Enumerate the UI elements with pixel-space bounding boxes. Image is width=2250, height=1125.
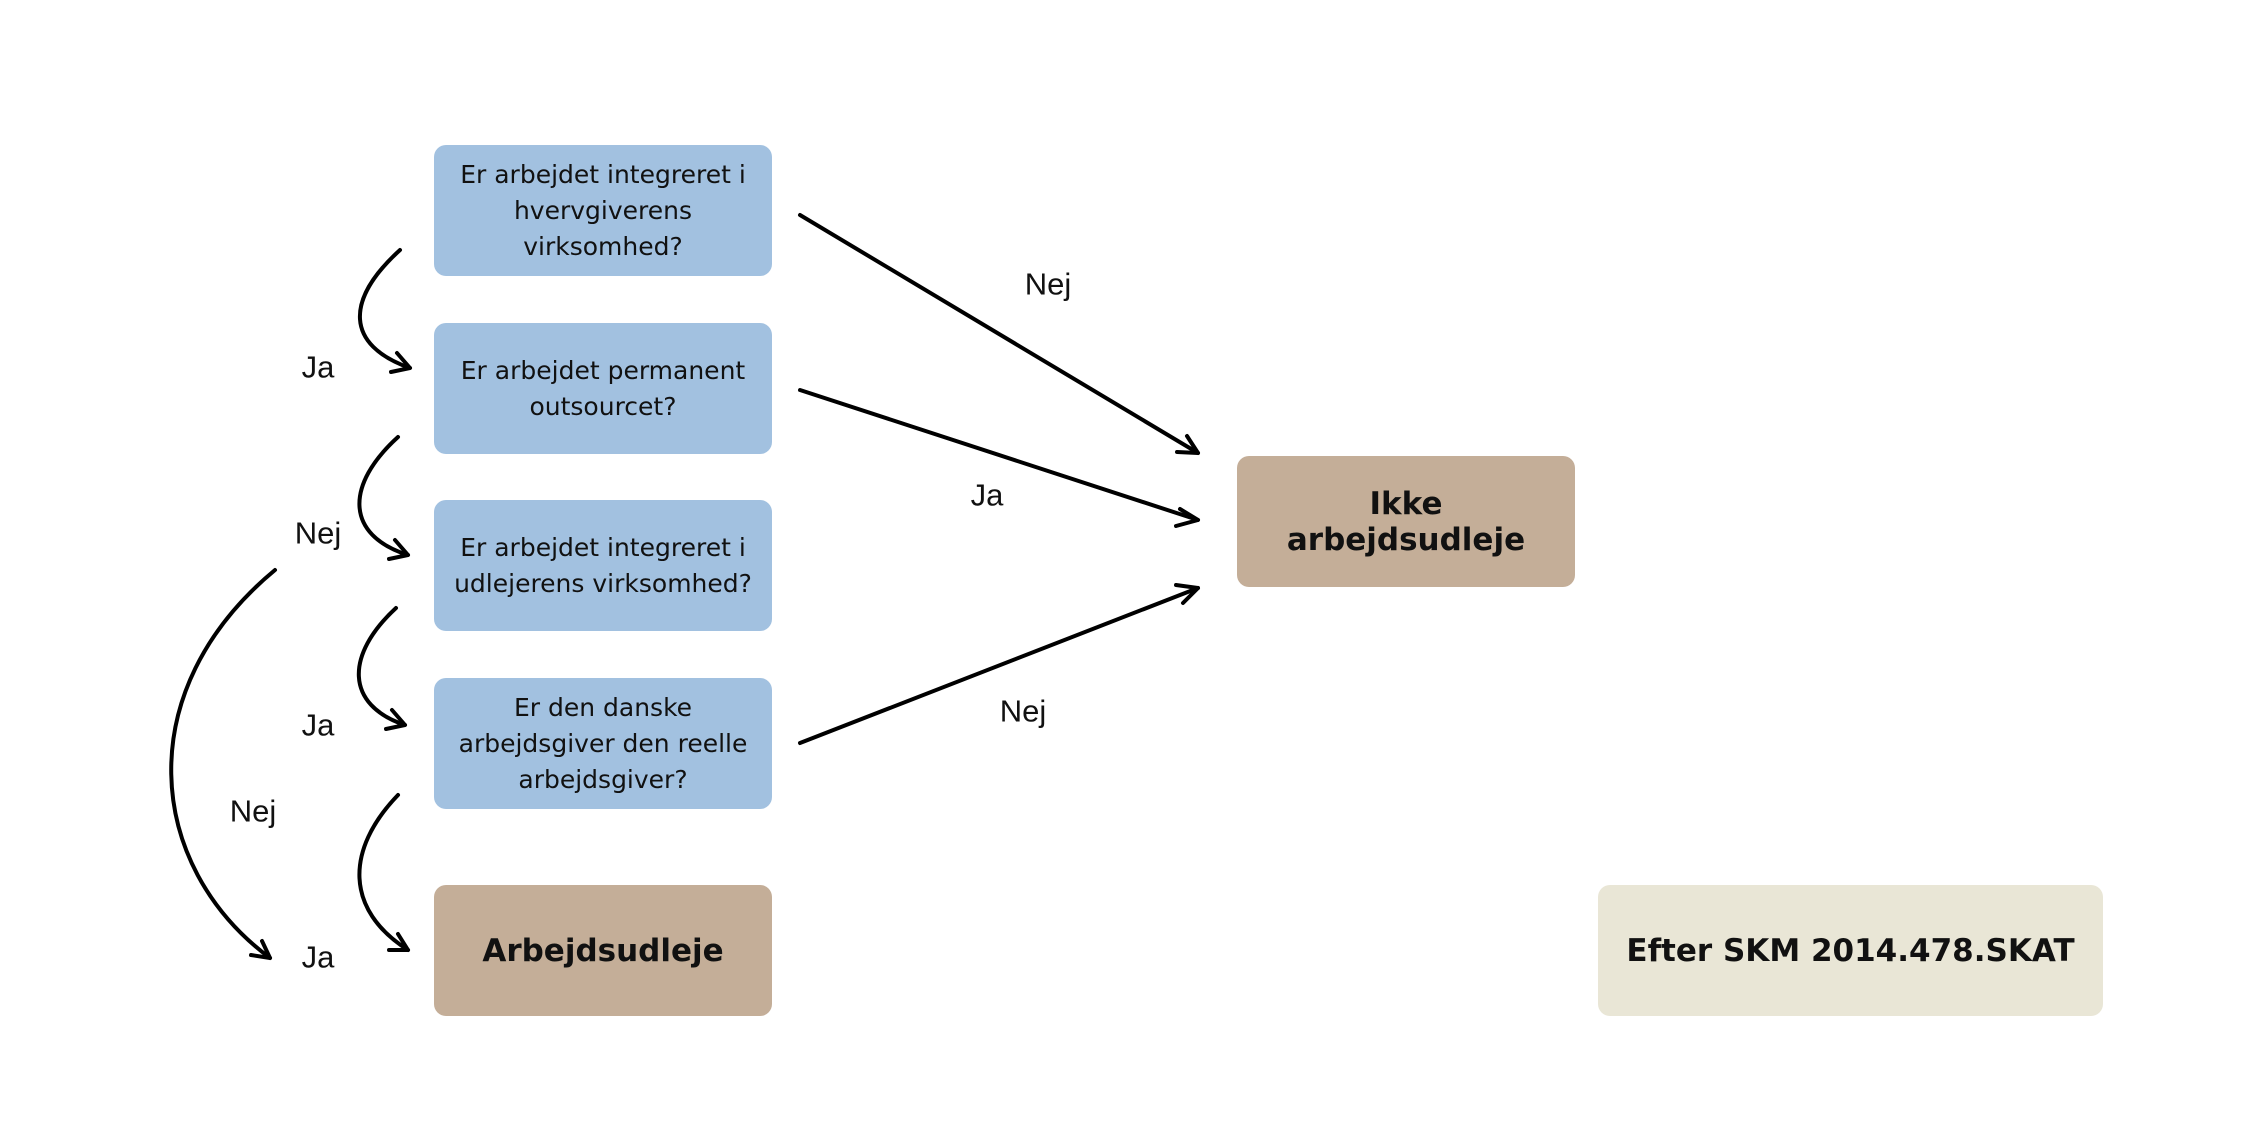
edge-label-q3-to-q4: Ja — [301, 707, 335, 743]
edge-label-q2-to-ikke: Ja — [970, 477, 1004, 513]
arrow-q2-to-ikke — [798, 388, 1200, 522]
arrow-q1-to-q2 — [358, 248, 412, 370]
question-box-reelle-arbejdsgiver: Er den danske arbejdsgiver den reelle ar… — [434, 678, 772, 809]
arrow-q2-to-arbejdsudleje — [169, 568, 277, 960]
edge-label-q1-to-ikke: Nej — [1024, 266, 1072, 302]
result-box-arbejdsudleje: Arbejdsudleje — [434, 885, 772, 1016]
arrow-q4-to-ikke — [798, 586, 1200, 745]
arrow-q1-to-ikke — [798, 213, 1200, 455]
arrow-q4-to-arbejdsudleje — [357, 793, 410, 952]
question-box-permanent-outsourcet: Er arbejdet permanent outsourcet? — [434, 323, 772, 454]
edge-label-q4-to-result: Ja — [301, 939, 335, 975]
edge-label-q4-to-ikke: Nej — [999, 693, 1047, 729]
source-note-box: Efter SKM 2014.478.SKAT — [1598, 885, 2103, 1016]
edge-label-q2-to-result: Nej — [229, 793, 277, 829]
arrow-q2-to-q3 — [357, 435, 410, 557]
edge-label-q2-to-q3: Nej — [294, 515, 342, 551]
result-box-ikke-arbejdsudleje: Ikke arbejdsudleje — [1237, 456, 1575, 587]
edge-label-q1-to-q2: Ja — [301, 349, 335, 385]
question-box-integreret-udlejer: Er arbejdet integreret i udlejerens virk… — [434, 500, 772, 631]
question-box-integreret-hvervgiver: Er arbejdet integreret i hvervgiverens v… — [434, 145, 772, 276]
arrow-q3-to-q4 — [356, 606, 407, 727]
